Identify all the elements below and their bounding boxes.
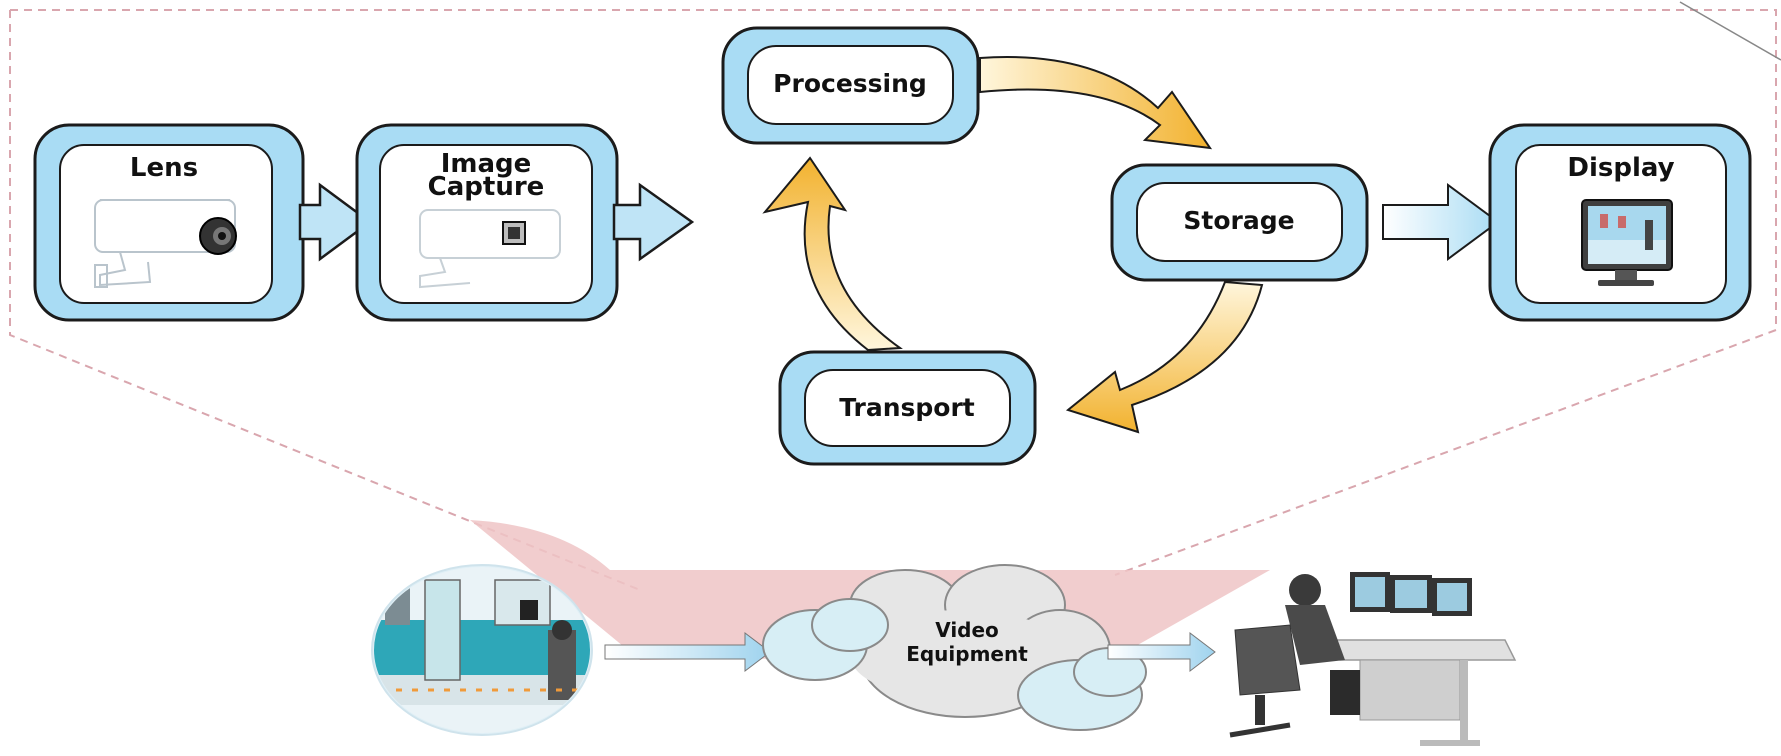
corner-mark [1679, 1, 1781, 61]
transport-label: Transport [839, 393, 975, 422]
processing-stage: Processing [721, 26, 980, 145]
lens-label: Lens [130, 153, 198, 183]
transport-stage: Transport [778, 350, 1037, 466]
monitor-icon [1581, 199, 1673, 286]
arrow-storage-to-display [1382, 183, 1500, 261]
video-equipment-cloud: Video Equipment [762, 564, 1147, 731]
arrow-train-to-cloud [604, 631, 771, 673]
arrow-capture-to-loop [612, 182, 695, 262]
camera-sensor-icon [502, 221, 526, 245]
arrow-cloud-to-operator [1107, 631, 1216, 673]
camera-outline-icon [419, 209, 561, 289]
train-scene-icon [371, 564, 593, 736]
display-label: Display [1567, 153, 1674, 183]
display-stage: Display [1488, 123, 1752, 322]
arrow-storage-to-transport [1065, 280, 1264, 434]
storage-label: Storage [1183, 206, 1294, 235]
security-camera-icon [94, 199, 236, 288]
operator-desk-icon [1229, 572, 1517, 746]
storage-stage: Storage [1110, 163, 1369, 282]
cloud-label-line1: Video [935, 618, 999, 642]
image-capture-label-line1: Image [441, 149, 532, 179]
lens-stage: Lens [33, 123, 305, 322]
processing-label: Processing [773, 69, 927, 98]
arrow-lens-to-capture [298, 182, 373, 262]
image-capture-stage: Image Capture [355, 123, 619, 322]
arrow-transport-to-processing [762, 156, 903, 352]
arrow-processing-to-storage [979, 56, 1213, 150]
image-capture-label-line2: Capture [428, 172, 545, 202]
cloud-label-line2: Equipment [906, 642, 1028, 666]
zoom-outline [9, 9, 1777, 591]
